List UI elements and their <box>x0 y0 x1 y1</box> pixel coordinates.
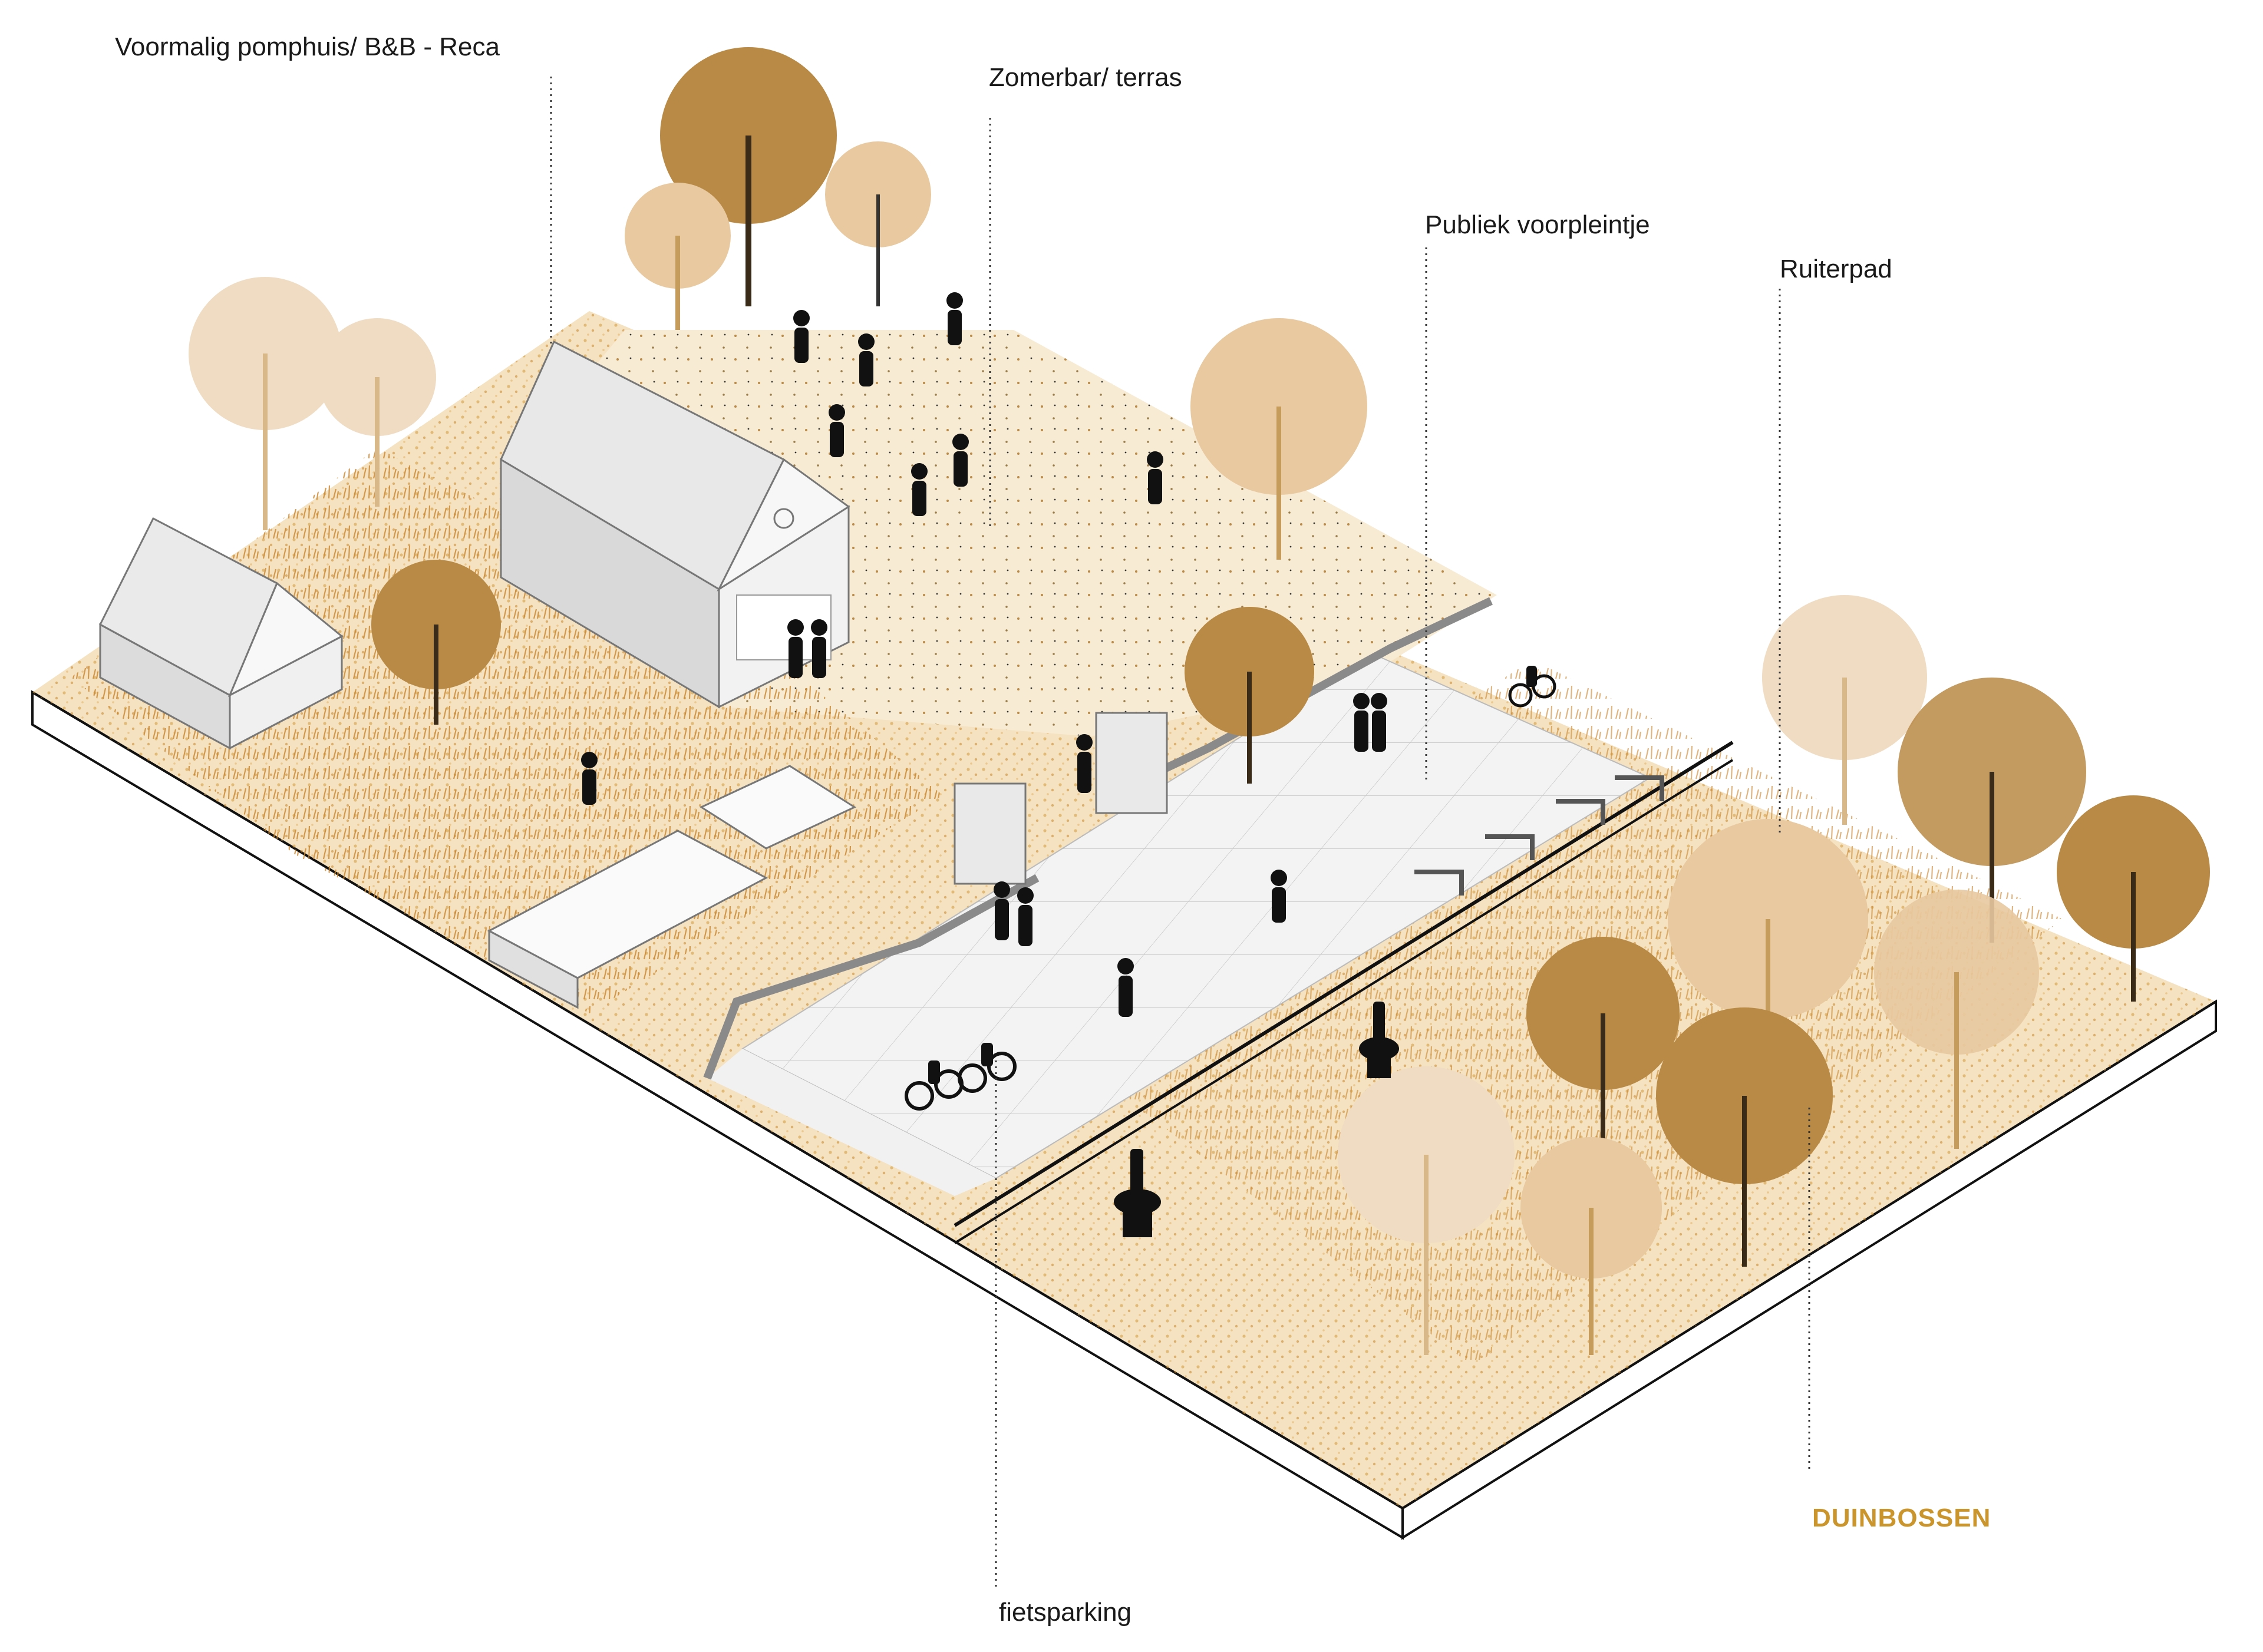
person-icon <box>858 333 875 386</box>
tree-light <box>625 183 731 330</box>
horse-rider-icon <box>1114 1149 1161 1237</box>
leader-lines <box>550 77 1810 1591</box>
person-icon <box>994 881 1010 940</box>
planter-boxes <box>487 765 857 1009</box>
person-icon <box>793 310 810 363</box>
trees <box>189 47 2210 1355</box>
label-zomerbar: Zomerbar/ terras <box>989 63 1182 92</box>
person-icon <box>1353 693 1370 752</box>
tree-dark <box>371 560 501 725</box>
tree-pale <box>189 277 342 530</box>
person-icon <box>1371 693 1387 752</box>
plaza-paving-lower <box>707 1049 996 1196</box>
person-icon <box>829 404 845 457</box>
label-ruiterpad: Ruiterpad <box>1780 255 1892 283</box>
person-icon <box>1117 958 1134 1017</box>
label-voorpleintje: Publiek voorpleintje <box>1425 210 1650 239</box>
small-shed <box>99 517 344 750</box>
horse-rider-icon <box>1359 1002 1399 1078</box>
tree-dark <box>660 47 837 306</box>
tree-dark <box>2057 795 2210 1002</box>
tree-dark <box>1656 1007 1833 1267</box>
person-icon <box>911 463 928 516</box>
person-icon <box>1076 734 1093 793</box>
person-icon <box>1271 870 1287 923</box>
tree-dark <box>1185 607 1314 784</box>
person-icon <box>946 292 963 345</box>
label-pomphuis: Voormalig pomphuis/ B&B - Reca <box>115 32 500 61</box>
person-icon <box>811 619 827 678</box>
tree-pale <box>1338 1066 1515 1355</box>
tree-light <box>825 141 931 306</box>
bike-racks <box>1414 775 1664 896</box>
person-icon <box>952 434 969 487</box>
label-fietsparking: fietsparking <box>999 1598 1132 1627</box>
person-icon <box>1147 451 1163 504</box>
cyclist-icon <box>958 1043 1017 1093</box>
tree-pale <box>318 318 436 507</box>
label-duinbossen: DUINBOSSEN <box>1812 1504 1991 1532</box>
tree-light <box>1520 1137 1662 1355</box>
tree-light <box>1190 318 1367 560</box>
cyclist-icon <box>1508 666 1556 708</box>
person-icon <box>581 752 598 805</box>
person-icon <box>787 619 804 678</box>
people <box>581 292 1556 1237</box>
tree-pale <box>1762 595 1927 825</box>
tree-light <box>1874 890 2039 1149</box>
person-icon <box>1017 887 1034 946</box>
